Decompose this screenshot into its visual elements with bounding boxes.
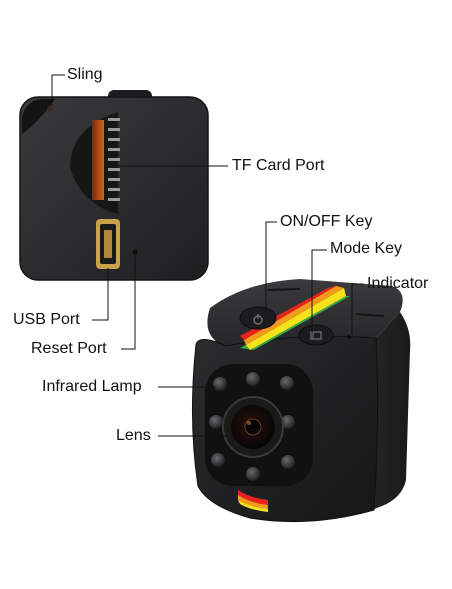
leader-lines: [51, 74, 364, 437]
mode-icon: [310, 331, 322, 340]
tf-card: [92, 120, 104, 200]
ir-lamp: [246, 372, 260, 386]
leader-on-off-key: [265, 221, 277, 314]
top-groove-1: [267, 288, 301, 291]
camera-lens: [222, 396, 284, 458]
ir-lamp: [213, 377, 227, 391]
label-usb-port: USB Port: [13, 311, 80, 328]
sling-hook: [47, 106, 53, 112]
usb-port-tongue: [104, 230, 112, 258]
reset-hole: [132, 249, 138, 255]
power-icon: [253, 314, 263, 325]
tf-slot-contacts: [108, 118, 120, 201]
camera-back-view: [19, 90, 209, 281]
label-mode-key: Mode Key: [330, 240, 403, 257]
label-reset-port: Reset Port: [31, 340, 107, 357]
leader-sling: [51, 74, 65, 106]
leader-indicator: [351, 283, 364, 335]
leader-mode-key: [311, 249, 327, 334]
leader-reset-port: [121, 255, 136, 350]
ir-lamp: [280, 376, 294, 390]
label-lens: Lens: [116, 427, 151, 444]
infrared-lamps: [209, 372, 295, 481]
ir-lamp: [209, 415, 223, 429]
ir-lamp: [211, 453, 225, 467]
label-indicator: Indicator: [367, 275, 429, 292]
rainbow-stripe-bottom: [238, 490, 268, 512]
ir-lamp: [246, 467, 260, 481]
power-button: [239, 306, 277, 330]
top-groove-2: [355, 313, 385, 317]
label-infrared-lamp: Infrared Lamp: [42, 378, 142, 395]
ir-lamp: [281, 415, 295, 429]
camera-cube-view: [191, 279, 411, 523]
leader-usb-port: [92, 268, 109, 321]
indicator-led: [347, 335, 351, 339]
sling-hole: [22, 99, 55, 134]
cube-side-face: [372, 312, 411, 510]
label-sling: Sling: [67, 66, 103, 83]
mode-button: [298, 324, 334, 346]
ir-lamp: [281, 455, 295, 469]
label-on-off-key: ON/OFF Key: [280, 213, 373, 230]
label-tf-card-port: TF Card Port: [232, 157, 325, 174]
